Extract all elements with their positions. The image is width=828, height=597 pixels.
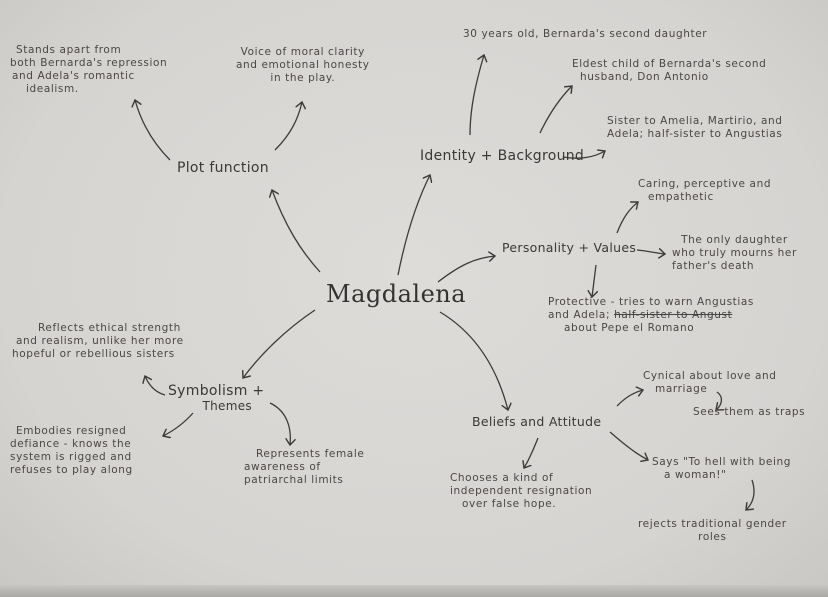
note-line: refuses to play along: [10, 464, 133, 476]
branch-identity: Identity + Background: [420, 148, 585, 164]
branch-personality: Personality + Values: [502, 240, 637, 255]
note-resigned-defiance: Embodies resigned defiance - knows the s…: [10, 425, 133, 477]
note-line: Represents female: [256, 448, 365, 460]
note-line: and Adela's romantic: [12, 70, 135, 82]
note-line: rejects traditional gender: [638, 518, 787, 530]
note-mourns: The only daughter who truly mourns her f…: [672, 234, 797, 273]
note-line: defiance - knows the: [10, 438, 132, 450]
note-line: Stands apart from: [16, 44, 122, 56]
arrow-to-symbolism: [243, 309, 316, 378]
paper-edge: [0, 585, 828, 597]
note-line: in the play.: [270, 72, 336, 84]
branch-symbolism: Symbolism + Themes: [168, 384, 264, 414]
arrow-to-beliefs: [439, 311, 508, 410]
branch-label-line: Symbolism +: [168, 383, 265, 399]
branch-beliefs: Beliefs and Attitude: [472, 414, 602, 429]
note-line: Says "To hell with being: [652, 456, 792, 468]
note-line: roles: [698, 531, 727, 543]
note-female-awareness: Represents female awareness of patriarch…: [244, 448, 364, 487]
note-line: Protective - tries to warn Angustias: [548, 296, 754, 308]
note-resignation: Chooses a kind of independent resignatio…: [450, 472, 592, 511]
note-line: Cynical about love and: [643, 370, 777, 382]
note-line: patriarchal limits: [244, 474, 344, 486]
note-eldest-child: Eldest child of Bernarda's second husban…: [572, 58, 766, 84]
arrow-to-plot-function: [272, 190, 321, 273]
note-line: both Bernarda's repression: [10, 57, 168, 69]
note-line: hopeful or rebellious sisters: [12, 348, 175, 360]
note-line: Embodies resigned: [16, 425, 127, 437]
note-to-hell: Says "To hell with being a woman!": [652, 456, 791, 482]
note-line: over false hope.: [462, 498, 557, 510]
note-protective: Protective - tries to warn Angustias and…: [548, 296, 754, 335]
note-line: system is rigged and: [10, 451, 132, 463]
note-line: Reflects ethical strength: [38, 322, 181, 334]
note-line: marriage: [655, 383, 708, 395]
central-topic: Magdalena: [326, 280, 467, 308]
branch-plot-function: Plot function: [177, 160, 269, 176]
note-gender-roles: rejects traditional gender roles: [638, 518, 787, 544]
note-stands-apart: Stands apart from both Bernarda's repres…: [10, 44, 167, 96]
note-line: father's death: [672, 260, 755, 272]
note-line: independent resignation: [450, 485, 593, 497]
note-line: and emotional honesty: [236, 59, 370, 71]
note-moral-clarity: Voice of moral clarity and emotional hon…: [236, 46, 370, 85]
note-line: a woman!": [664, 469, 727, 481]
note-line: Eldest child of Bernarda's second: [572, 58, 767, 70]
note-caring: Caring, perceptive and empathetic: [638, 178, 771, 204]
arrow-to-identity: [397, 175, 430, 276]
note-sisters: Sister to Amelia, Martirio, and Adela; h…: [607, 115, 783, 141]
note-line: Adela; half-sister to Angustias: [607, 128, 783, 140]
note-line: The only daughter: [681, 234, 788, 246]
note-line: Caring, perceptive and: [638, 178, 772, 190]
branch-label-line: Themes: [202, 399, 252, 413]
note-ethical-strength: Reflects ethical strength and realism, u…: [12, 322, 184, 361]
note-line: who truly mourns her: [672, 247, 797, 259]
struck-text: half-sister to Angust: [614, 309, 733, 321]
note-line: idealism.: [26, 83, 79, 95]
note-traps: Sees them as traps: [693, 406, 806, 418]
note-age: 30 years old, Bernarda's second daughter: [463, 28, 708, 40]
note-line: and Adela;: [548, 309, 611, 321]
note-line: and realism, unlike her more: [16, 335, 184, 347]
note-line: Voice of moral clarity: [240, 46, 365, 58]
note-line: empathetic: [648, 191, 714, 203]
note-line: Chooses a kind of: [450, 472, 554, 484]
note-line: about Pepe el Romano: [564, 322, 695, 334]
note-cynical: Cynical about love and marriage: [643, 370, 777, 396]
note-line: Sister to Amelia, Martirio, and: [607, 115, 783, 127]
arrow-to-personality: [437, 256, 495, 283]
note-line: husband, Don Antonio: [580, 71, 709, 83]
note-line: awareness of: [244, 461, 321, 473]
